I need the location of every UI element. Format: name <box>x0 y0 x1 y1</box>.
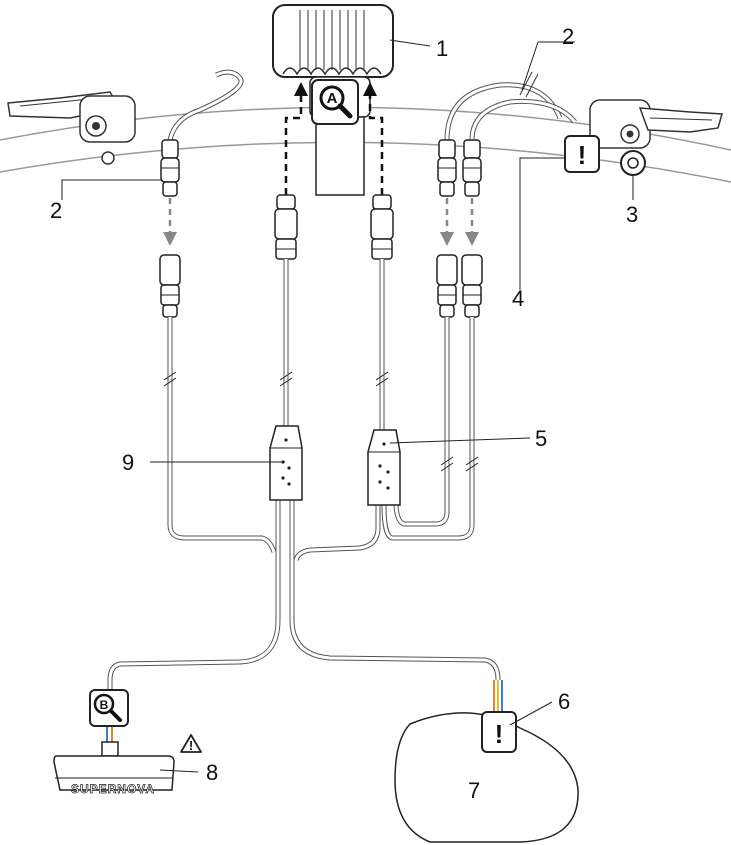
brake-lever-right <box>589 99 723 149</box>
hazard-exclamation: ! <box>189 738 193 753</box>
callout-5: 5 <box>535 426 547 451</box>
callout-1: 1 <box>436 36 448 61</box>
callout-9: 9 <box>122 450 134 475</box>
connector-brake-left-upper <box>160 139 180 197</box>
callout-4: 4 <box>512 286 524 311</box>
connector-lamp-right <box>370 194 394 260</box>
zoom-badge-a: A <box>311 79 359 125</box>
light-switch <box>620 150 646 176</box>
connector-right-lower-2 <box>461 254 483 318</box>
motor-colored-wires <box>493 680 503 712</box>
leader-lines <box>61 39 634 773</box>
callout-2-right: 2 <box>562 24 574 49</box>
warning-motor-exclamation: ! <box>495 719 504 749</box>
warning-badge-motor: ! <box>481 711 517 753</box>
warning-badge-switch: ! <box>564 135 600 173</box>
brake-lever-left <box>7 91 136 165</box>
battery-brand-label: SUPERNOVA <box>71 782 155 796</box>
lamp-connection-arrows <box>284 82 384 195</box>
warning-switch-exclamation: ! <box>578 140 587 170</box>
plug-in-arrows <box>163 198 479 246</box>
splitter-9 <box>269 425 303 501</box>
connector-right-lower-1 <box>436 254 458 318</box>
hazard-triangle-icon: ! <box>180 734 202 753</box>
connector-brake-left-lower <box>159 254 181 318</box>
harness-cables <box>107 259 501 690</box>
zoom-badge-b-letter: B <box>100 698 109 712</box>
callout-2-left: 2 <box>50 198 62 223</box>
connectors <box>159 139 483 318</box>
callout-7: 7 <box>468 778 480 803</box>
callout-8: 8 <box>206 760 218 785</box>
battery-colored-wires <box>106 726 113 742</box>
callout-numbers: 1 2 2 3 4 5 6 7 8 9 <box>50 24 638 803</box>
zoom-badge-a-letter: A <box>327 90 338 107</box>
splitter-5 <box>367 429 401 506</box>
battery: SUPERNOVA <box>53 741 175 796</box>
brake-cables <box>167 69 577 141</box>
callout-3: 3 <box>626 202 638 227</box>
callout-6: 6 <box>558 689 570 714</box>
connector-right-upper-2 <box>462 139 482 197</box>
zoom-badge-b: B <box>89 689 129 727</box>
connector-right-upper-1 <box>437 139 457 197</box>
connector-lamp-left <box>274 194 298 260</box>
